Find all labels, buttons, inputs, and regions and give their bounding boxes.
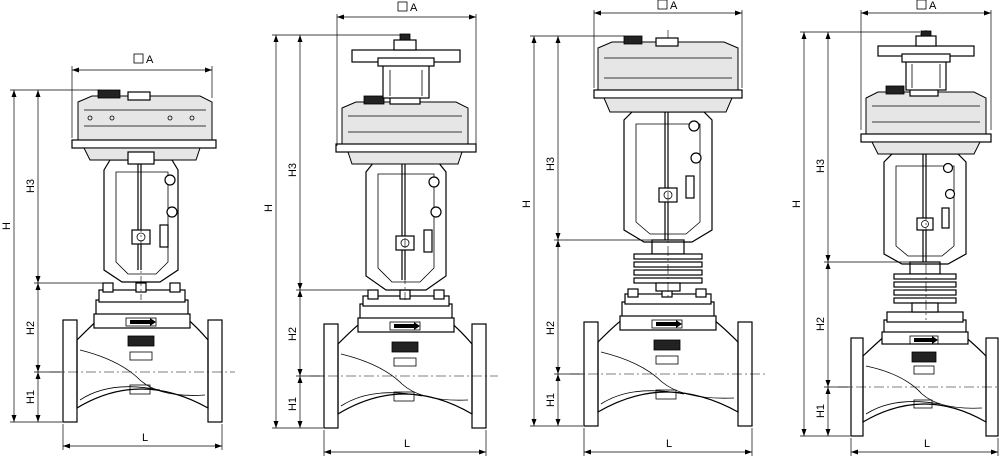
valve-view-4: A L H H3 H2 H1: [791, 0, 999, 456]
dim-label-l: L: [924, 438, 930, 450]
dim-label-h2: H2: [287, 327, 299, 341]
dim-label-h1: H1: [815, 404, 827, 418]
dim-label-l: L: [404, 438, 410, 450]
dim-label-h: H: [1, 222, 13, 230]
dim-label-h: H: [791, 200, 803, 208]
dim-label-h: H: [263, 204, 275, 212]
dim-label-h3: H3: [25, 179, 37, 193]
dim-label-h: H: [521, 200, 533, 208]
dim-label-h1: H1: [545, 393, 557, 407]
dim-label-h3: H3: [287, 163, 299, 177]
right-flange: [207, 319, 223, 423]
dim-label-l: L: [142, 432, 148, 444]
valve-view-1: A L H H3 H2 H1: [1, 53, 235, 450]
dim-label-h3: H3: [545, 157, 557, 171]
dim-label-h3: H3: [815, 159, 827, 173]
dim-label-a: A: [410, 2, 418, 14]
valve-view-2: A L H H3 H2 H1: [263, 1, 498, 456]
left-flange: [62, 319, 78, 423]
flow-arrow-icon: [130, 318, 156, 326]
dim-label-h1: H1: [25, 390, 37, 404]
dim-label-a: A: [670, 0, 678, 12]
dim-label-a: A: [146, 54, 154, 66]
dim-label-h2: H2: [25, 321, 37, 335]
dim-label-h2: H2: [815, 317, 827, 331]
square-icon: [133, 53, 144, 64]
dim-label-l: L: [666, 438, 672, 450]
dim-label-a: A: [929, 0, 937, 12]
dim-label-h1: H1: [287, 397, 299, 411]
dim-label-h2: H2: [545, 321, 557, 335]
vvv-logo-icon: [127, 335, 155, 347]
valve-view-3: A L H H3 H2 H1: [521, 0, 766, 456]
